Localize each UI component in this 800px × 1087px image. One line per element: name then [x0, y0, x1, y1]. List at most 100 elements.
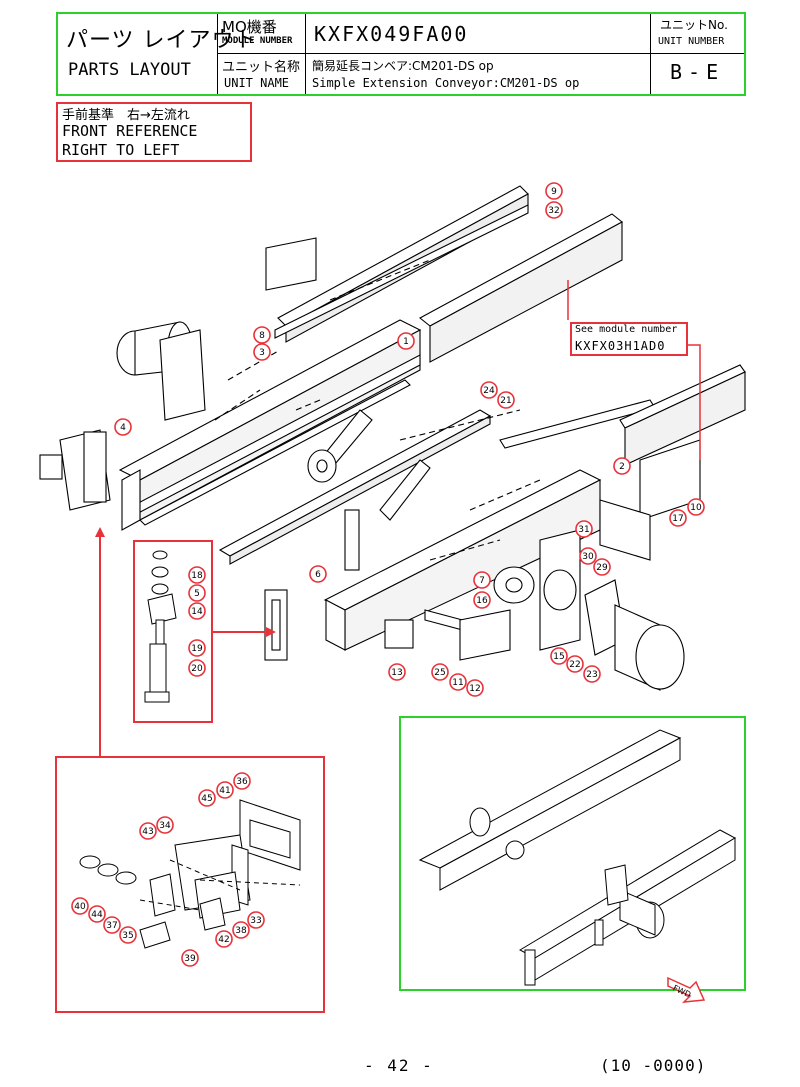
svg-text:43: 43	[142, 827, 153, 837]
callout-34: 34	[156, 816, 174, 834]
callout-38: 38	[232, 921, 250, 939]
unit-number-label: UNIT NUMBER	[658, 36, 725, 47]
unit-no-divider	[650, 14, 651, 94]
callout-18: 18	[188, 566, 206, 584]
unit-name-label-jp: ユニット名称	[222, 60, 301, 75]
svg-text:40: 40	[74, 902, 86, 912]
unit-name-label: UNIT NAME	[224, 76, 290, 90]
svg-text:11: 11	[452, 678, 463, 688]
callout-43: 43	[139, 822, 157, 840]
callout-31: 31	[575, 520, 593, 538]
callout-19: 19	[188, 639, 206, 657]
svg-text:44: 44	[91, 910, 103, 920]
callout-25: 25	[431, 663, 449, 681]
unit-no-hline	[651, 53, 744, 54]
svg-text:5: 5	[194, 589, 200, 599]
callout-1: 1	[397, 332, 415, 350]
reference-box	[56, 102, 252, 162]
module-note-box	[570, 322, 688, 356]
title-block	[56, 12, 746, 96]
svg-text:34: 34	[159, 821, 171, 831]
callout-20: 20	[188, 659, 206, 677]
reference-line1: FRONT REFERENCE	[62, 122, 198, 140]
svg-text:39: 39	[184, 954, 196, 964]
svg-text:13: 13	[391, 668, 402, 678]
callout-30: 30	[579, 547, 597, 565]
module-note-line2: KXFX03H1AD0	[575, 339, 666, 353]
svg-text:24: 24	[483, 386, 495, 396]
parts-layout-cell	[58, 14, 218, 94]
svg-text:37: 37	[106, 921, 117, 931]
callout-23: 23	[583, 665, 601, 683]
svg-text:14: 14	[191, 607, 203, 617]
svg-text:25: 25	[434, 668, 445, 678]
callout-29: 29	[593, 558, 611, 576]
callout-5: 5	[188, 584, 206, 602]
unit-name-en: Simple Extension Conveyor:CM201-DS op	[312, 76, 580, 90]
svg-text:38: 38	[235, 926, 247, 936]
callout-21: 21	[497, 391, 515, 409]
callout-35: 35	[119, 926, 137, 944]
svg-text:30: 30	[582, 552, 594, 562]
svg-text:18: 18	[191, 571, 203, 581]
parts-layout-jp: パーツ レイアウト	[66, 28, 258, 53]
svg-text:8: 8	[259, 331, 265, 341]
callout-6: 6	[309, 565, 327, 583]
svg-text:4: 4	[120, 423, 126, 433]
callout-10: 10	[687, 498, 705, 516]
unit-no-label-jp: ユニットNo.	[660, 18, 728, 32]
svg-text:9: 9	[551, 187, 557, 197]
svg-text:36: 36	[236, 777, 248, 787]
svg-text:31: 31	[578, 525, 589, 535]
svg-text:2: 2	[619, 462, 625, 472]
document-code: (10 -0000)	[600, 1056, 707, 1075]
callout-9: 9	[545, 182, 563, 200]
callout-7: 7	[473, 571, 491, 589]
callout-36: 36	[233, 772, 251, 790]
callout-24: 24	[480, 381, 498, 399]
unit-number-value: B-E	[670, 60, 725, 84]
svg-text:29: 29	[596, 563, 608, 573]
callout-40: 40	[71, 897, 89, 915]
callout-12: 12	[466, 679, 484, 697]
callout-8: 8	[253, 326, 271, 344]
page-number: - 42 -	[364, 1056, 434, 1075]
svg-text:3: 3	[259, 348, 265, 358]
svg-text:35: 35	[122, 931, 133, 941]
svg-text:42: 42	[218, 935, 229, 945]
svg-text:41: 41	[219, 786, 230, 796]
svg-text:15: 15	[553, 652, 564, 662]
svg-text:23: 23	[586, 670, 597, 680]
fwd-label: FWD	[672, 983, 693, 999]
reference-line2: RIGHT TO LEFT	[62, 141, 180, 159]
header-divider	[218, 53, 650, 54]
callout-11: 11	[449, 673, 467, 691]
unit-name-jp: 簡易延長コンベア:CM201-DS op	[312, 59, 494, 73]
svg-text:16: 16	[476, 596, 488, 606]
svg-text:1: 1	[403, 337, 409, 347]
callout-42: 42	[215, 930, 233, 948]
module-note-line1: See module number	[575, 324, 678, 335]
svg-text:33: 33	[250, 916, 261, 926]
mo-label-jp: MO機番	[222, 18, 277, 36]
callout-3: 3	[253, 343, 271, 361]
callout-2: 2	[613, 457, 631, 475]
callout-39: 39	[181, 949, 199, 967]
svg-text:45: 45	[201, 794, 212, 804]
callout-41: 41	[216, 781, 234, 799]
svg-text:7: 7	[479, 576, 485, 586]
callout-44: 44	[88, 905, 106, 923]
callout-33: 33	[247, 911, 265, 929]
callout-45: 45	[198, 789, 216, 807]
module-number-value: KXFX049FA00	[314, 22, 469, 46]
callout-15: 15	[550, 647, 568, 665]
svg-text:10: 10	[690, 503, 702, 513]
svg-text:32: 32	[548, 206, 559, 216]
svg-text:21: 21	[500, 396, 511, 406]
callout-32: 32	[545, 201, 563, 219]
svg-text:22: 22	[569, 660, 580, 670]
parts-layout-en: PARTS LAYOUT	[68, 60, 191, 80]
svg-text:12: 12	[469, 684, 480, 694]
callout-22: 22	[566, 655, 584, 673]
